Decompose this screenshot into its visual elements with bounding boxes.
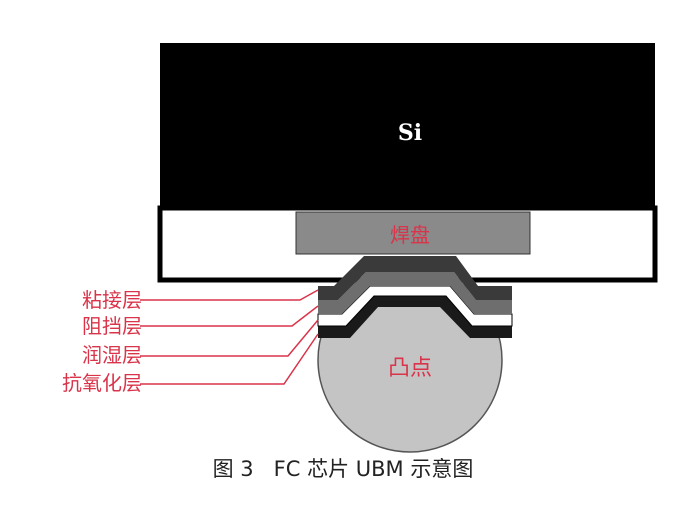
barrier-layer [318, 272, 512, 314]
leader-line-wetting [140, 319, 319, 357]
figure-caption: 图 3 FC 芯片 UBM 示意图 [212, 457, 474, 481]
leader-line-barrier [140, 305, 319, 327]
leader-line-adhesion [140, 289, 319, 301]
bump-label: 凸点 [387, 356, 432, 381]
silicon-die [160, 43, 655, 208]
barrier-layer-label: 阻挡层 [82, 314, 142, 338]
adhesion-layer-label: 粘接层 [82, 288, 142, 312]
adhesion-layer [318, 256, 512, 300]
wetting-layer-label: 润湿层 [82, 343, 142, 367]
bond-pad [295, 211, 531, 255]
pad-label: 焊盘 [390, 223, 430, 247]
anti-oxidation-layer-label: 抗氧化层 [62, 371, 142, 395]
anti-oxidation-layer [318, 296, 512, 338]
silicon-label: Si [397, 120, 423, 146]
leader-line-anti-oxidation [140, 333, 319, 385]
